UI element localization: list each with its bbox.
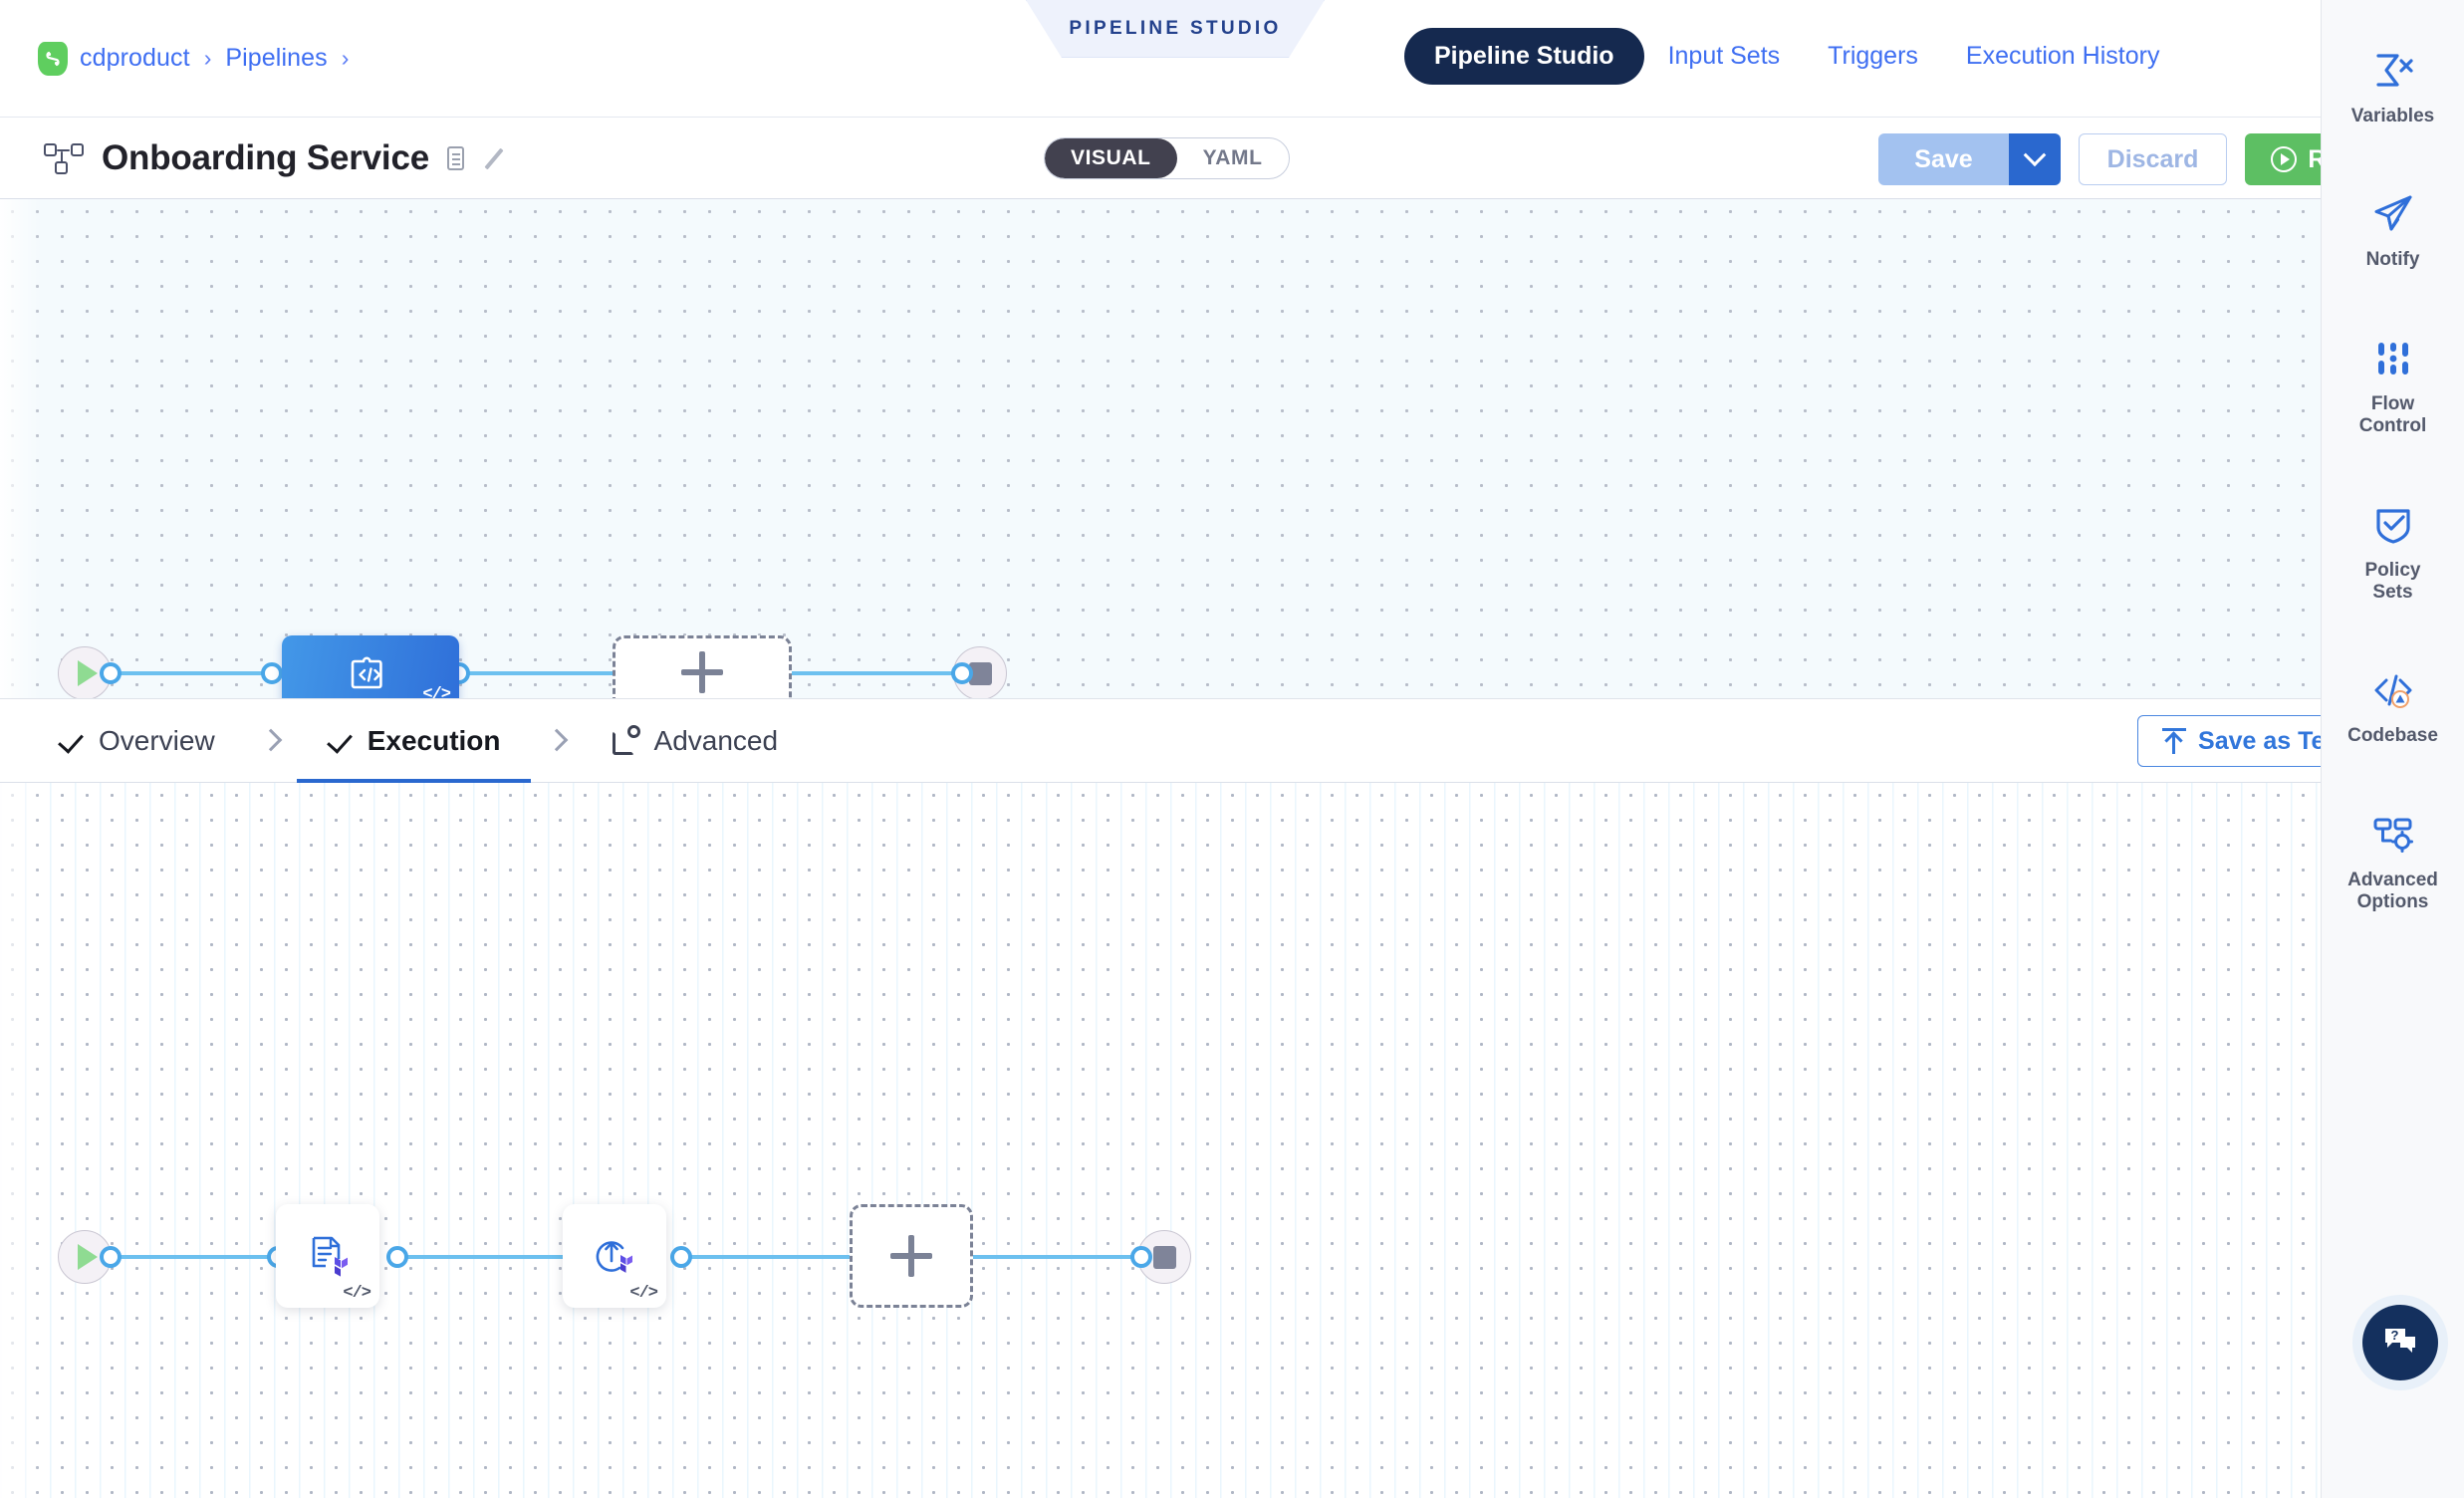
play-circle-icon [2271,146,2298,172]
save-button[interactable]: Save [1878,133,2009,185]
tab-advanced-label: Advanced [653,724,779,756]
page-title: Onboarding Service [102,137,429,177]
pipeline-nodes-icon [44,141,84,175]
stop-square-icon [968,661,992,685]
template-upload-icon [2162,728,2187,754]
nav-execution-history[interactable]: Execution History [1965,42,2160,70]
step-end-node[interactable] [1137,1230,1191,1284]
advanced-options-gear-icon [2371,812,2415,858]
custom-stage-code-icon [351,656,382,689]
tab-advanced[interactable]: Advanced [583,699,809,782]
check-icon [58,727,85,754]
nav-pipeline-studio[interactable]: Pipeline Studio [1404,28,1644,85]
connector-dot [261,662,283,684]
check-icon [327,727,354,754]
nav-triggers[interactable]: Triggers [1828,42,1918,70]
help-chat-icon: ? [2385,1328,2415,1353]
advanced-card-gear-icon [612,724,640,755]
tab-overview[interactable]: Overview [28,699,245,782]
connector-dot [100,662,122,684]
chevron-right-icon [545,729,569,753]
toggle-visual[interactable]: VISUAL [1045,138,1177,178]
start-play-icon [78,660,98,686]
code-badge: </> [629,1284,658,1303]
connector-dot [386,1246,408,1268]
visual-yaml-toggle: VISUAL YAML [1044,137,1290,179]
add-step-button[interactable] [850,1204,973,1308]
sidebar-item-notify[interactable]: Notify [2322,169,2464,277]
svg-text:?: ? [2391,1328,2399,1343]
codebase-warning-icon [2371,667,2415,713]
pencil-edit-icon[interactable] [482,145,508,171]
discard-button[interactable]: Discard [2078,133,2228,185]
harness-logo-icon [38,41,68,76]
sidebar-label-variables: Variables [2350,106,2435,126]
pipeline-studio-banner: PIPELINE STUDIO [1026,0,1325,58]
wire-add-to-end [792,671,981,675]
breadcrumb-separator-icon: › [203,45,212,71]
help-chat-button[interactable]: ? [2362,1305,2438,1380]
terraform-plan-icon [312,1236,348,1277]
add-stage-button[interactable] [613,635,792,698]
wire-stage-to-add [453,671,613,675]
connector-dot [670,1246,692,1268]
code-badge: </> [343,1284,371,1303]
sidebar-label-notify: Notify [2365,249,2420,271]
breadcrumb-separator-icon: › [341,45,350,71]
breadcrumb-item-cdproduct[interactable]: cdproduct [80,44,190,72]
stage-node-create-and-update-service[interactable]: </> [282,635,459,699]
wire-start-to-step1 [108,1255,277,1259]
connector-dot [1130,1246,1152,1268]
chevron-right-icon [259,729,283,753]
connector-dot [951,662,973,684]
wire-step1-to-step2 [393,1255,573,1259]
code-badge: </> [422,685,451,699]
sliders-icon [2373,336,2413,381]
pipeline-studio-banner-label: PIPELINE STUDIO [1069,17,1282,39]
terraform-apply-icon [596,1241,632,1273]
canvas-left-fade [0,783,42,1498]
title-group: Onboarding Service [0,138,508,178]
start-play-icon [78,1244,98,1270]
stop-square-icon [1152,1245,1176,1269]
stage-config-tabs: Overview Execution Advanced Save as Temp… [0,699,2464,783]
stage-canvas[interactable]: </> Create and Update Service Add Stage [0,199,2464,699]
wire-start-to-stage [108,671,352,675]
chevron-down-icon[interactable] [2008,133,2061,185]
sigma-variables-icon [2371,48,2415,94]
description-icon[interactable] [447,145,464,170]
title-bar: Onboarding Service VISUAL YAML Save Disc… [0,118,2464,199]
nav-input-sets[interactable]: Input Sets [1667,42,1781,70]
save-button-group: Save [1878,133,2061,185]
wire-step2-to-add [677,1255,852,1259]
tab-execution[interactable]: Execution [296,699,531,783]
step-node-create-and-update-service[interactable]: </> [563,1204,666,1308]
paper-plane-icon [2371,191,2415,237]
tab-overview-label: Overview [99,724,215,756]
plus-icon [890,1235,932,1277]
breadcrumb-item-pipelines[interactable]: Pipelines [225,44,328,72]
sidebar-item-codebase[interactable]: Codebase [2322,645,2464,753]
connector-dot [100,1246,122,1268]
wire-add-to-end [971,1255,1145,1259]
sidebar-item-variables[interactable]: Variables [2322,26,2464,133]
top-navigation: Pipeline Studio Input Sets Triggers Exec… [1404,28,2183,85]
toggle-yaml[interactable]: YAML [1202,146,1263,169]
top-bar: cdproduct › Pipelines › PIPELINE STUDIO … [0,0,2464,118]
plus-icon [681,651,723,693]
breadcrumb: cdproduct › Pipelines › [0,41,351,76]
step-node-service-create-and-update[interactable]: </> [276,1204,379,1308]
tab-execution-label: Execution [367,724,501,756]
execution-step-canvas[interactable]: </> Service Create and Update... </> Cre… [0,783,2464,1498]
canvas-left-fade [0,199,42,698]
shield-check-icon [2372,502,2414,548]
sidebar-label-codebase: Codebase [2347,725,2438,747]
